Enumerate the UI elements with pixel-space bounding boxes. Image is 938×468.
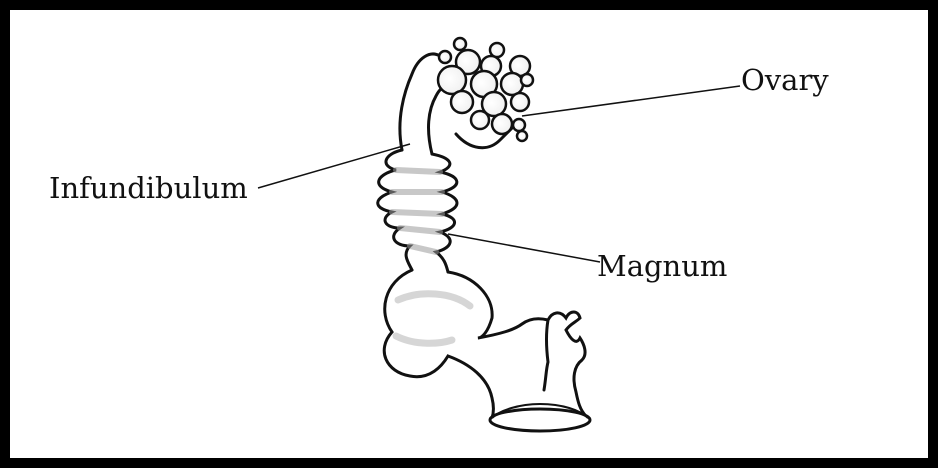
cloaca-opening (490, 409, 590, 431)
infundibulum-label: Infundibulum (49, 174, 248, 203)
uterus-shading (396, 294, 470, 344)
ovary-cluster (438, 38, 533, 141)
ovary-leader-line (522, 86, 740, 116)
magnum-shading (392, 170, 442, 252)
ovary-label: Ovary (741, 66, 829, 95)
magnum-label: Magnum (597, 252, 727, 281)
magnum-leader-line (448, 234, 600, 262)
vagina-branch (544, 312, 586, 416)
